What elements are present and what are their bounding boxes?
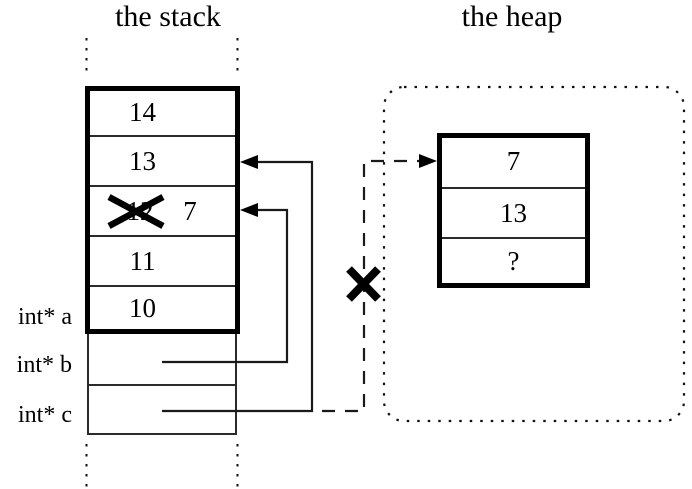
label-int-ptr-a: int* a [18,304,72,330]
stack-cell-new-value: 7 [183,196,197,226]
stack-title: the stack [115,0,221,33]
stack-cell: 11 [90,235,235,285]
pointer-slot-b [89,334,235,386]
stack-cell-value: 10 [129,293,156,323]
arrowhead-icon [240,203,258,217]
stack-frame-box: 14 13 12 7 11 10 [85,86,240,334]
stack-cell-value: 13 [129,146,156,176]
cross-out-x-icon [107,194,165,229]
heap-cell-value: ? [507,246,520,276]
heap-cell-value: 7 [506,146,521,176]
pointer-slots-box [87,334,237,435]
stack-cell-crossed: 12 7 [90,185,235,235]
heap-cell: 13 [442,187,585,237]
dangling-pointer-arrow [322,154,437,413]
heap-cell: 7 [442,138,585,187]
stack-cell: 13 [90,135,235,185]
heap-block-box: 7 13 ? [437,133,590,288]
heap-title: the heap [461,0,563,33]
heap-cell: ? [442,237,585,283]
label-int-ptr-b: int* b [16,352,72,378]
stack-cell-value: 14 [129,97,156,127]
pointer-slot-c [89,386,235,433]
label-int-ptr-c: int* c [18,402,72,428]
dangling-x-icon [346,266,381,302]
arrowhead-icon [419,154,437,168]
stack-cell: 10 [90,285,235,329]
stack-cell-value: 11 [129,246,156,276]
heap-cell-value: 13 [500,198,527,228]
arrowhead-icon [240,155,258,169]
stack-cell: 14 [90,91,235,135]
